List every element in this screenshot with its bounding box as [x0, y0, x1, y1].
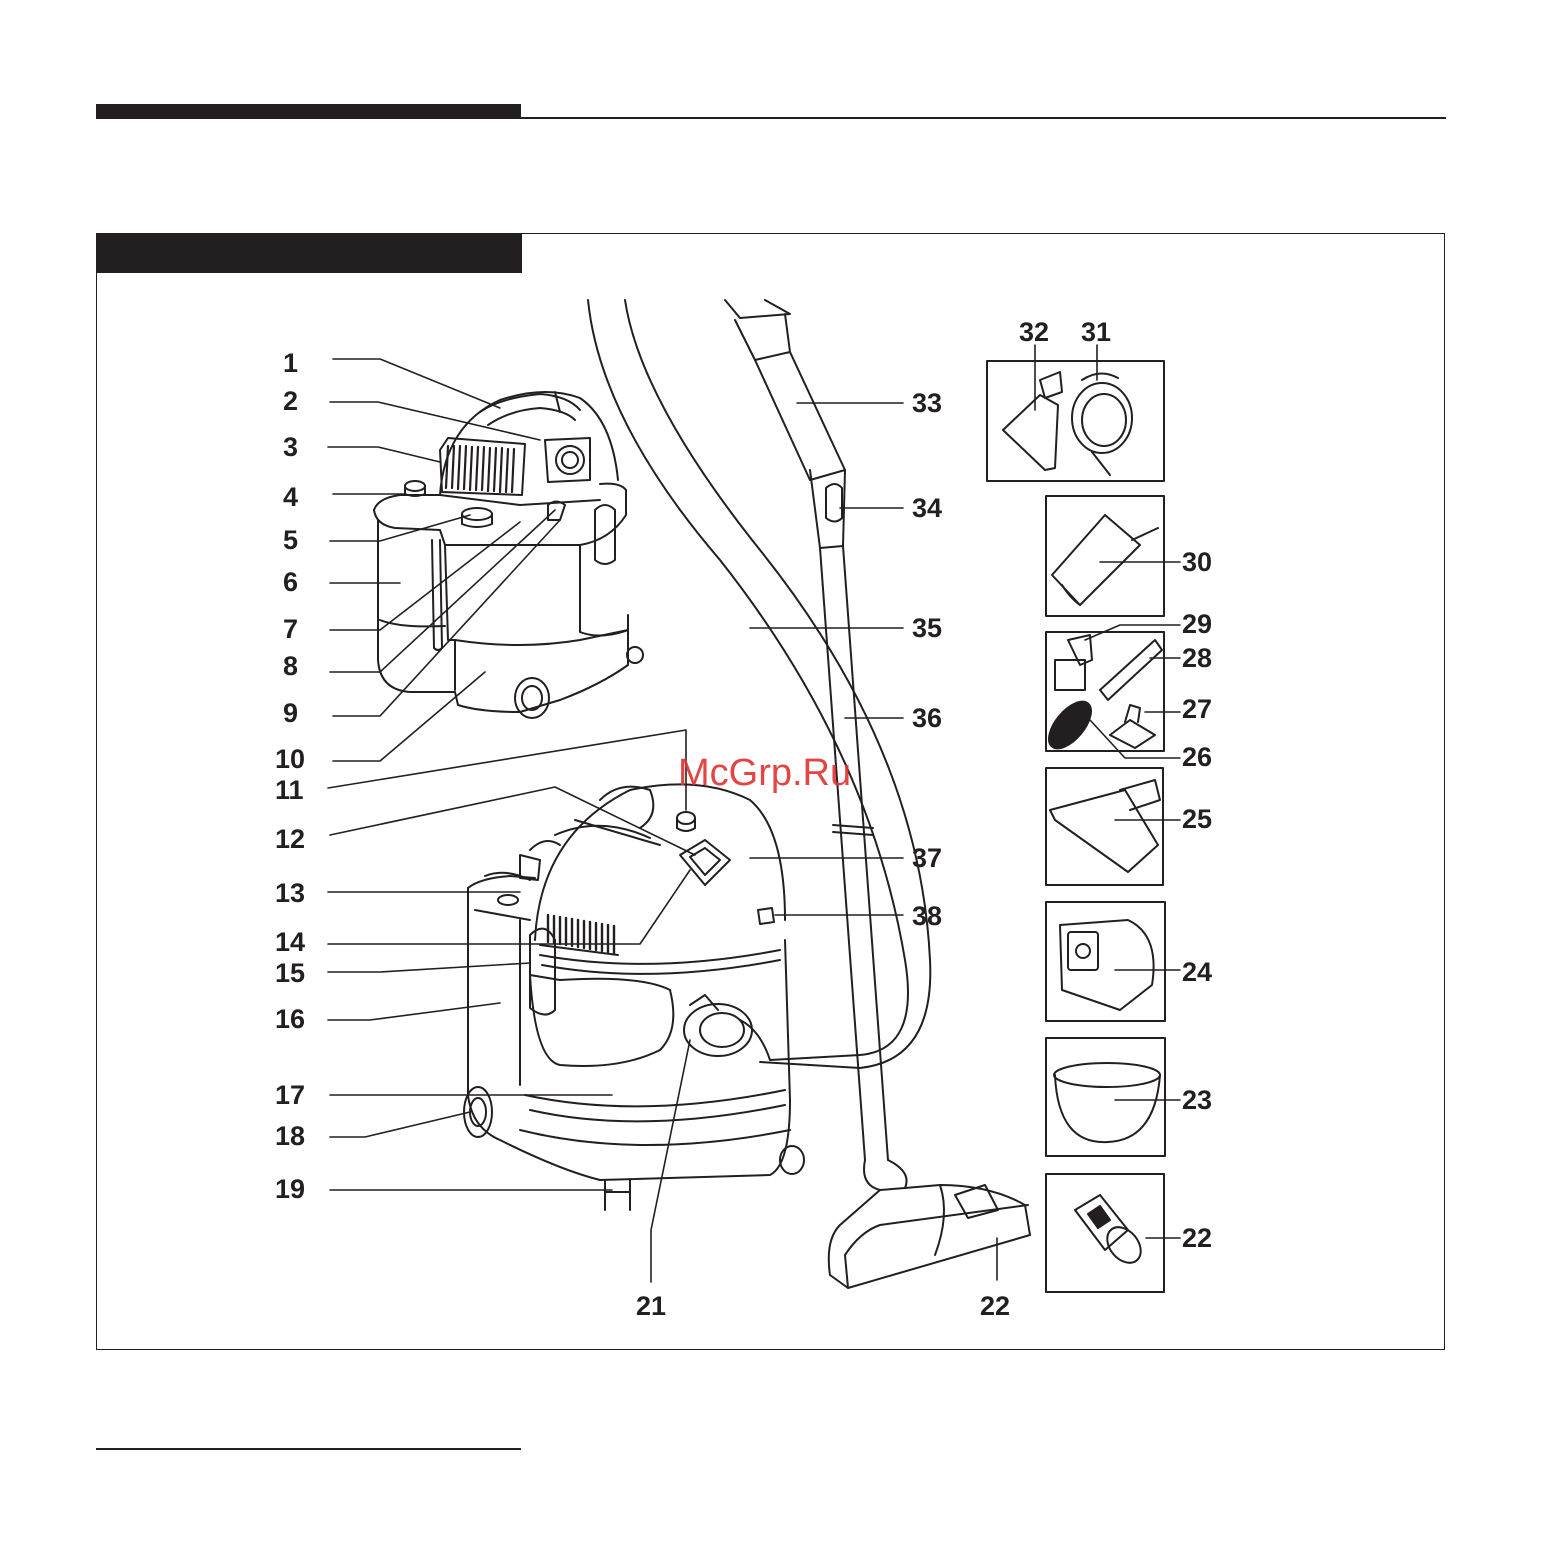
callout-23: 23: [1182, 1087, 1212, 1114]
callout-3: 3: [283, 434, 298, 461]
callout-11: 11: [275, 777, 304, 804]
callout-15: 15: [275, 960, 305, 987]
callout-24: 24: [1182, 959, 1212, 986]
callout-21: 21: [636, 1293, 666, 1320]
callout-4: 4: [283, 484, 298, 511]
callout-38: 38: [912, 903, 942, 930]
callout-10: 10: [275, 746, 305, 773]
callout-1: 1: [283, 350, 298, 377]
cleaner-rear-view: [374, 392, 643, 718]
callout-31: 31: [1081, 319, 1111, 346]
callout-8: 8: [283, 653, 298, 680]
callout-33: 33: [912, 390, 942, 417]
cleaner-front-view: [464, 784, 804, 1210]
callout-19: 19: [275, 1176, 305, 1203]
callout-6: 6: [283, 569, 298, 596]
callout-29: 29: [1182, 611, 1212, 638]
accessory-boxes: [987, 361, 1165, 1292]
callout-9: 9: [283, 700, 298, 727]
callout-5: 5: [283, 527, 298, 554]
callout-26: 26: [1182, 744, 1212, 771]
callout-30: 30: [1182, 549, 1212, 576]
callout-13: 13: [275, 880, 305, 907]
callout-14: 14: [275, 929, 305, 956]
watermark: McGrp.Ru: [678, 752, 851, 795]
callout-34: 34: [912, 495, 942, 522]
callout-22-floor-nozzle: 22: [980, 1293, 1010, 1320]
callout-12: 12: [275, 826, 305, 853]
callout-16: 16: [275, 1006, 305, 1033]
callout-32: 32: [1019, 319, 1049, 346]
callout-2: 2: [283, 388, 298, 415]
callout-17: 17: [275, 1082, 305, 1109]
callout-35: 35: [912, 615, 942, 642]
callout-37: 37: [912, 845, 942, 872]
callout-7: 7: [283, 616, 298, 643]
callout-18: 18: [275, 1123, 305, 1150]
callout-22-adapter: 22: [1182, 1225, 1212, 1252]
callout-28: 28: [1182, 645, 1212, 672]
callout-36: 36: [912, 705, 942, 732]
callout-25: 25: [1182, 806, 1212, 833]
callout-27: 27: [1182, 696, 1212, 723]
